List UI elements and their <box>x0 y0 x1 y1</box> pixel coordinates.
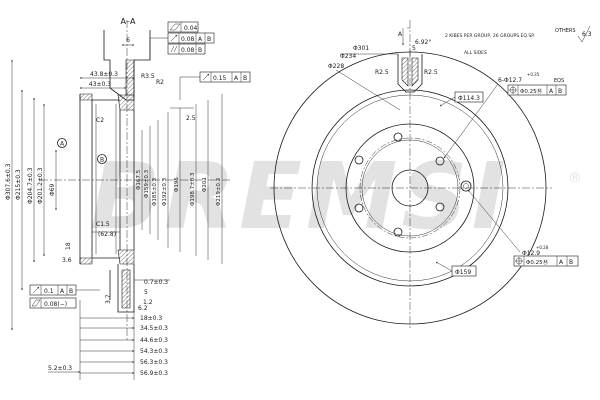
dim-2-5: 2.5 <box>186 115 196 122</box>
diam-307: Φ307.6±0.3 <box>5 163 12 200</box>
runout-ref-b: B <box>207 36 211 43</box>
diam-215: Φ215±0.3 <box>15 169 22 200</box>
center-tol: +0.28 <box>536 245 549 250</box>
dim-301: Φ301 <box>353 45 369 52</box>
diam-219: Φ219±0.3 <box>216 177 222 206</box>
center-pos-tol: Φ0.25Ⓜ <box>526 258 549 266</box>
runout2-frame: 0.1 A B <box>29 284 77 296</box>
others-label: OTHERS <box>555 28 576 34</box>
bottom-dims: 18±0.3 34.5±0.3 44.6±0.3 54.3±0.3 56.3±0… <box>48 300 168 380</box>
diam-195: Φ195 <box>174 177 180 192</box>
holes-ref-b: B <box>558 88 562 95</box>
pos-ref-a: A <box>234 75 239 82</box>
mid-diameters: Φ167.5 Φ159±0.3 Φ185±0.3 Φ192±0.3 Φ195 Φ… <box>136 94 223 264</box>
dim-43-8: 43.8±0.3 <box>90 71 118 78</box>
roughness: 6.3 <box>582 31 592 38</box>
diam-69: Φ69 <box>49 183 56 196</box>
dim-0-7: 0.7±0.3 <box>144 279 168 286</box>
angle: 6.92° <box>415 39 431 46</box>
dim-114: Φ114.3 <box>458 95 480 102</box>
diam-204: Φ204.7±0.3 <box>27 167 34 204</box>
holes-tol: +0.35 <box>527 72 540 77</box>
dim-r3-5: R3.5 <box>141 73 155 80</box>
pos-tol: 0.15 <box>213 75 227 82</box>
dim-159: Φ159 <box>455 269 471 276</box>
center-ref-b: B <box>569 259 573 266</box>
bdim-5-2: 5.2±0.3 <box>48 365 72 372</box>
diam-167: Φ167.5 <box>136 169 142 190</box>
brand-watermark: BREMSI ® <box>90 143 582 250</box>
dim-43: 43±0.3 <box>89 81 111 88</box>
bdim-56-9: 56.9±0.3 <box>140 370 168 377</box>
datum-b: B <box>100 157 104 164</box>
section-view: A–A 0.04 0.08 A B 0.08 B <box>5 17 251 380</box>
bdim-54: 54.3±0.3 <box>140 348 168 355</box>
bdim-34: 34.5±0.3 <box>140 325 168 332</box>
runout2-ref-b: B <box>69 288 73 295</box>
dim-5-front: 5 <box>412 45 416 52</box>
runout-frame: 0.08 A B <box>167 32 215 44</box>
dim-c2: C2 <box>96 117 104 124</box>
flatness-tol: 0.04 <box>184 25 198 32</box>
center-hole: Φ12.9 <box>522 250 540 257</box>
runout2-ref-a: A <box>60 288 65 295</box>
runout-ref-a: A <box>198 36 203 43</box>
diam-198: Φ198.7±0.3 <box>190 172 196 206</box>
front-view: 2 KIBES PER GROUP, 26 GROUPS EQ.SP. ALL … <box>270 20 592 328</box>
lug-holes <box>354 132 461 239</box>
dim-3-7: 3.7 <box>105 294 112 304</box>
dim-1-2: 1.2 <box>143 299 153 306</box>
all-sides: ALL SIDES <box>464 50 487 56</box>
holes-label: 6-Φ12.7 <box>498 77 522 84</box>
eqs: EQS <box>554 78 564 84</box>
position-frame: 0.15 A B <box>199 71 251 83</box>
parallel-tol: 0.08 <box>181 47 195 54</box>
left-diameters: Φ307.6±0.3 Φ215±0.3 Φ204.7±0.3 Φ201.2±0.… <box>5 59 57 331</box>
watermark-text: BREMSI <box>90 143 510 250</box>
dim-5: 5 <box>144 289 148 296</box>
bdim-56-3: 56.3±0.3 <box>140 359 168 366</box>
runout-tol: 0.08 <box>181 36 195 43</box>
holes-pos-tol: Φ0.25Ⓜ <box>520 87 543 95</box>
holes-pos-frame: Φ0.25Ⓜ A B <box>507 84 567 96</box>
pos-ref-b: B <box>243 75 247 82</box>
holes-ref-a: A <box>549 88 554 95</box>
view-a: A <box>398 31 403 38</box>
dim-234: Φ234 <box>340 53 356 60</box>
flat2-frame: 0.08(−) <box>29 297 77 309</box>
dim-62-8: (62.8) <box>98 231 116 238</box>
diam-201b: Φ201 <box>202 177 208 192</box>
center-pos-frame: Φ0.25Ⓜ A B <box>513 255 579 267</box>
parallel-ref: B <box>198 47 202 54</box>
runout2-tol: 0.1 <box>44 288 54 295</box>
diam-159: Φ159±0.3 <box>144 169 150 198</box>
diam-201: Φ201.2±0.3 <box>37 167 44 204</box>
flat2-tol: 0.08(−) <box>44 301 67 308</box>
dim-r2: R2 <box>156 79 164 86</box>
flatness-frame: 0.04 <box>167 21 199 33</box>
header-note: 2 KIBES PER GROUP, 26 GROUPS EQ.SP. <box>445 33 535 39</box>
diam-192: Φ192±0.3 <box>162 177 168 206</box>
dim-18-small: 18 <box>65 242 72 250</box>
diam-185: Φ185±0.3 <box>152 177 158 206</box>
datum-a: A <box>60 141 65 148</box>
bdim-44: 44.6±0.3 <box>140 337 168 344</box>
section-title: A–A <box>121 17 136 26</box>
dim-r2-5b: R2.5 <box>424 69 438 76</box>
dim-r2-5a: R2.5 <box>375 69 389 76</box>
center-ref-a: A <box>559 259 564 266</box>
dim-c1-5: C1.5 <box>96 221 110 228</box>
parallel-frame: 0.08 B <box>167 43 206 55</box>
dim-6-2: 6.2 <box>138 305 148 312</box>
bdim-18: 18±0.3 <box>140 315 162 322</box>
dim-6: 6 <box>126 37 130 44</box>
watermark-reg: ® <box>568 170 582 186</box>
dim-3-6: 3.6 <box>62 257 72 264</box>
dim-228: Φ228 <box>328 63 344 70</box>
